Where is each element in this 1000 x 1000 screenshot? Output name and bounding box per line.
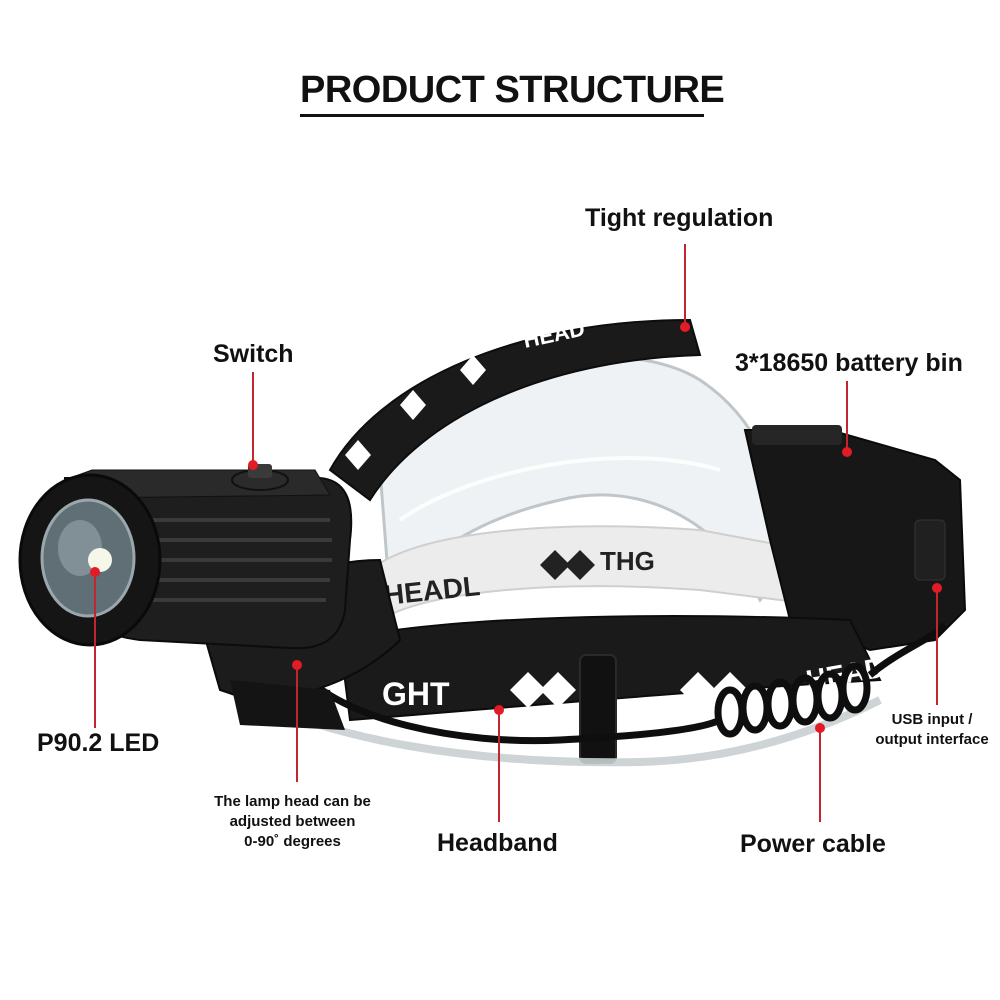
callout-adjust: The lamp head can be adjusted between 0-… — [195, 792, 390, 852]
power-cable — [297, 622, 948, 745]
callout-battery-bin: 3*18650 battery bin — [735, 349, 963, 377]
callout-usb-line1: USB input / — [891, 711, 973, 728]
led-emitter — [88, 548, 112, 572]
inner-strap-text-right: THG — [600, 546, 655, 576]
lower-strap-text-left: GHT — [382, 676, 450, 712]
callout-headband: Headband — [437, 829, 558, 857]
callout-led: P90.2 LED — [37, 729, 160, 757]
lamp-fins — [150, 518, 332, 602]
upper-strap-chevrons — [345, 355, 486, 470]
callout-adjust-line3: 0-90˚ degrees — [244, 833, 341, 850]
page-title: PRODUCT STRUCTURE — [300, 66, 725, 117]
upper-strap — [328, 318, 702, 502]
callout-power-cable: Power cable — [740, 830, 886, 858]
callout-adjust-line1: The lamp head can be — [214, 793, 371, 810]
callout-adjust-line2: adjusted between — [229, 813, 356, 830]
callout-usb-line2: output interface — [875, 731, 989, 748]
inner-strap-chevrons — [540, 550, 595, 580]
callout-tight-regulation: Tight regulation — [585, 204, 774, 232]
callout-switch: Switch — [213, 340, 294, 368]
callout-usb: USB input / output interface — [872, 710, 992, 750]
leader-dots — [90, 322, 942, 733]
battery-bin — [743, 429, 967, 652]
